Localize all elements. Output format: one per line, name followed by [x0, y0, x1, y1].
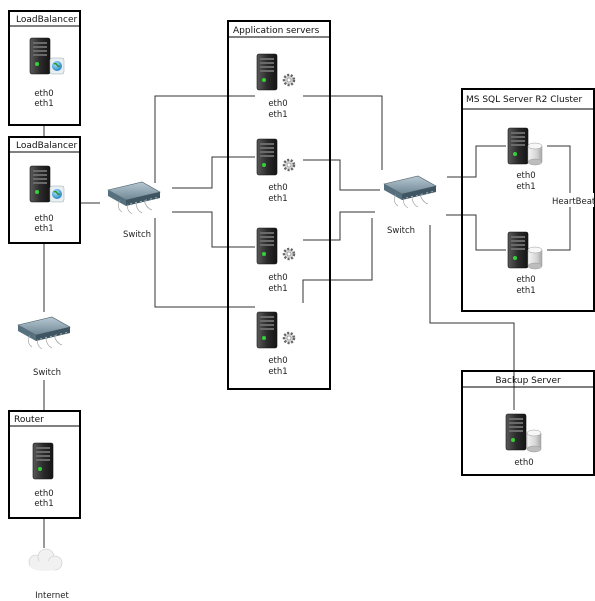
router-group: Router eth0 eth1: [8, 410, 81, 519]
middle-switch: Switch: [383, 175, 437, 236]
sql-server-1-icon: [507, 127, 529, 165]
app-server-3-eth1: eth1: [268, 284, 287, 294]
backup-server-icon: [505, 413, 527, 451]
sql-server-1-eth0: eth0: [516, 171, 535, 181]
sql-server-2-icon: [507, 231, 529, 269]
application-servers-group: Application servers eth0 eth1 eth0 eth1 …: [227, 20, 331, 390]
backup-server-eth0: eth0: [514, 458, 533, 468]
app-server-2-icon: [256, 138, 278, 176]
loadbalancer-2-frame: [8, 136, 81, 244]
loadbalancer-1-eth1: eth1: [34, 99, 53, 109]
lower-switch: Switch: [17, 316, 71, 378]
sql-cluster-title: MS SQL Server R2 Cluster: [466, 95, 582, 105]
sql-server-1-eth1: eth1: [516, 182, 535, 192]
sql-server-2-eth0: eth0: [516, 275, 535, 285]
backup-server-group: Backup Server eth0: [461, 370, 595, 476]
switch-icon: [383, 175, 437, 209]
gear-icon: [282, 331, 296, 345]
app-server-4-icon: [256, 311, 278, 349]
wire-middle-switch-backup: [429, 225, 515, 410]
app-server-4-eth0: eth0: [268, 356, 287, 366]
database-icon: [526, 429, 542, 453]
app-server-4-eth1: eth1: [268, 367, 287, 377]
router-title: Router: [14, 415, 44, 425]
loadbalancer-1-server-icon: [29, 37, 51, 75]
sql-server-2-eth1: eth1: [516, 286, 535, 296]
gear-icon: [282, 158, 296, 172]
loadbalancer-2-server-icon: [29, 165, 51, 203]
backup-server-frame: [461, 370, 595, 476]
globe-icon: [49, 57, 65, 75]
wire-middle-switch-sql1: [447, 145, 506, 178]
router-server-icon: [32, 442, 54, 480]
left-switch-label: Switch: [123, 230, 151, 240]
loadbalancer-2-title: LoadBalancer: [16, 141, 77, 151]
left-switch: Switch: [107, 181, 161, 240]
wire-app1-middle-switch: [303, 95, 383, 170]
loadbalancer-group-1: LoadBalancer eth0 eth1: [8, 10, 81, 126]
connections: [43, 95, 571, 548]
app-server-1-icon: [256, 53, 278, 91]
heartbeat-label: HeartBeat: [552, 197, 595, 207]
application-servers-title: Application servers: [233, 26, 320, 36]
gear-icon: [282, 73, 296, 87]
sql-cluster-group: MS SQL Server R2 Cluster eth0 eth1 eth0 …: [461, 88, 595, 312]
database-icon: [527, 246, 543, 270]
cloud-icon: [28, 548, 63, 572]
wire-left-switch-app2: [172, 156, 255, 189]
application-servers-frame: [227, 20, 331, 390]
app-server-2-eth0: eth0: [268, 183, 287, 193]
globe-icon: [49, 185, 65, 203]
middle-switch-label: Switch: [387, 226, 415, 236]
wire-middle-switch-sql2: [446, 214, 506, 251]
loadbalancer-2-eth0: eth0: [34, 214, 53, 224]
app-server-2-eth1: eth1: [268, 194, 287, 204]
switch-icon: [17, 316, 71, 350]
internet-label: Internet: [35, 591, 69, 601]
router-frame: [8, 410, 81, 519]
lower-switch-label: Switch: [33, 368, 61, 378]
loadbalancer-1-frame: [8, 10, 81, 126]
loadbalancer-1-title: LoadBalancer: [16, 15, 77, 25]
router-eth1: eth1: [34, 499, 53, 509]
switch-icon: [107, 181, 161, 215]
app-server-1-eth1: eth1: [268, 110, 287, 120]
wire-left-switch-app1: [154, 95, 255, 183]
app-server-3-eth0: eth0: [268, 273, 287, 283]
gear-icon: [282, 247, 296, 261]
app-server-3-icon: [256, 227, 278, 265]
router-eth0: eth0: [34, 489, 53, 499]
loadbalancer-group-2: LoadBalancer eth0 eth1: [8, 136, 81, 244]
wire-left-switch-app4: [154, 218, 255, 308]
loadbalancer-2-eth1: eth1: [34, 224, 53, 234]
app-server-1-eth0: eth0: [268, 99, 287, 109]
backup-server-title: Backup Server: [495, 376, 561, 386]
database-icon: [527, 142, 543, 166]
internet-node: Internet: [28, 548, 70, 601]
wire-left-switch-app3: [172, 211, 255, 248]
loadbalancer-1-eth0: eth0: [34, 89, 53, 99]
wire-app4-middle-switch: [302, 218, 373, 303]
wire-app3-middle-switch: [303, 211, 375, 241]
wire-app2-middle-switch: [303, 159, 380, 191]
